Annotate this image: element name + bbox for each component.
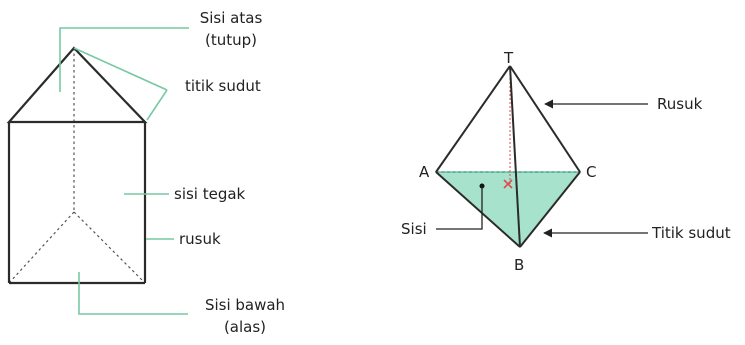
label-pyramid-face: Sisi xyxy=(401,220,427,238)
triangular-prism xyxy=(6,46,148,285)
pyramid-edge-ta xyxy=(435,65,511,173)
prism-hidden-edge-bottom-right xyxy=(73,211,146,284)
pointer-vertex-top xyxy=(73,47,168,91)
label-pyramid-edge: Rusuk xyxy=(657,95,703,113)
pyramid-edge-tc xyxy=(509,65,581,173)
label-vertex-c: C xyxy=(586,163,596,181)
prism-pointer-lines xyxy=(59,27,189,315)
label-vertex-b: B xyxy=(514,256,524,274)
pyramid-edge-cb xyxy=(519,171,581,248)
label-bottom-face-line1: Sisi bawah xyxy=(205,296,285,314)
triangular-pyramid xyxy=(434,65,582,248)
label-lateral-face: sisi tegak xyxy=(174,185,246,203)
label-edge: rusuk xyxy=(179,230,221,248)
prism-top-face xyxy=(6,46,148,124)
pyramid-pointer-lines xyxy=(436,99,648,238)
pointer-bottom-face xyxy=(78,272,188,315)
prism-hidden-edge-bottom-left xyxy=(8,211,75,284)
label-pyramid-vertex: Titik sudut xyxy=(651,224,731,242)
label-vertex-t: T xyxy=(503,49,514,67)
label-top-face-line2: (tutup) xyxy=(205,31,257,49)
label-vertex-a: A xyxy=(419,163,430,181)
pointer-top-face xyxy=(59,27,189,92)
label-vertex: titik sudut xyxy=(185,77,261,95)
label-bottom-face-line2: (alas) xyxy=(224,318,266,336)
label-top-face-line1: Sisi atas xyxy=(200,9,263,27)
pyramid-height-foot-mark xyxy=(503,179,513,189)
pointer-vertex-right xyxy=(146,89,168,121)
pyramid-labels: T A C B Rusuk Sisi Titik sudut xyxy=(401,49,731,274)
pyramid-edge-tb xyxy=(509,65,521,248)
prism-labels: Sisi atas (tutup) titik sudut sisi tegak… xyxy=(174,9,285,336)
pointer-pyramid-face xyxy=(436,186,483,230)
pyramid-edge-ab xyxy=(435,171,521,248)
